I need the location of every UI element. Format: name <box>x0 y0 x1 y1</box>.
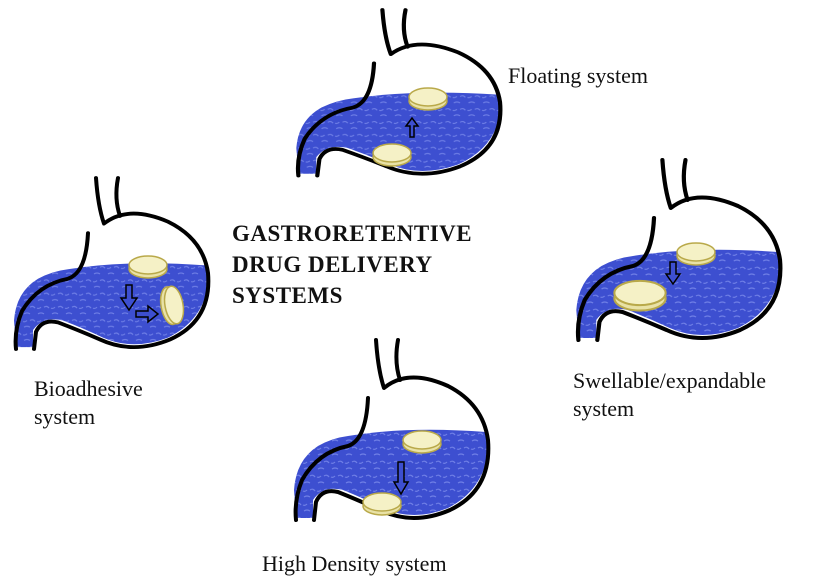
high-density-down-arrow-icon <box>392 461 410 496</box>
floating-tablet-icon <box>408 87 448 111</box>
bioadhesive-label-line-1: Bioadhesive <box>34 376 143 401</box>
diagram-title: GASTRORETENTIVE DRUG DELIVERY SYSTEMS <box>232 218 472 311</box>
swellable-tablet-icon <box>676 242 716 266</box>
high-density-label: High Density system <box>262 551 447 576</box>
swellable-label: Swellable/expandable system <box>573 367 766 423</box>
bioadhesive-right-arrow-icon <box>135 304 160 324</box>
swellable-expanded-tablet-icon <box>613 279 667 312</box>
swellable-label-line-1: Swellable/expandable <box>573 368 767 393</box>
high-density-sunk-tablet-icon <box>362 492 402 516</box>
swellable-label-line-2: system <box>573 396 635 421</box>
floating-system-label: Floating system <box>508 63 648 88</box>
title-line-3: SYSTEMS <box>232 283 343 308</box>
floating-tablet-lower-icon <box>372 143 412 167</box>
swellable-down-arrow-icon <box>664 261 682 286</box>
title-line-1: GASTRORETENTIVE <box>232 221 473 246</box>
bioadhesive-tablet-icon <box>128 255 168 279</box>
high-density-stomach-icon <box>293 338 491 522</box>
bioadhesive-down-arrow-icon <box>119 284 139 312</box>
bioadhesive-label-line-2: system <box>34 404 96 429</box>
high-density-tablet-icon <box>402 430 442 454</box>
bioadhesive-label: Bioadhesive system <box>34 375 143 431</box>
title-line-2: DRUG DELIVERY <box>232 252 433 277</box>
floating-up-arrow-icon <box>404 116 420 138</box>
